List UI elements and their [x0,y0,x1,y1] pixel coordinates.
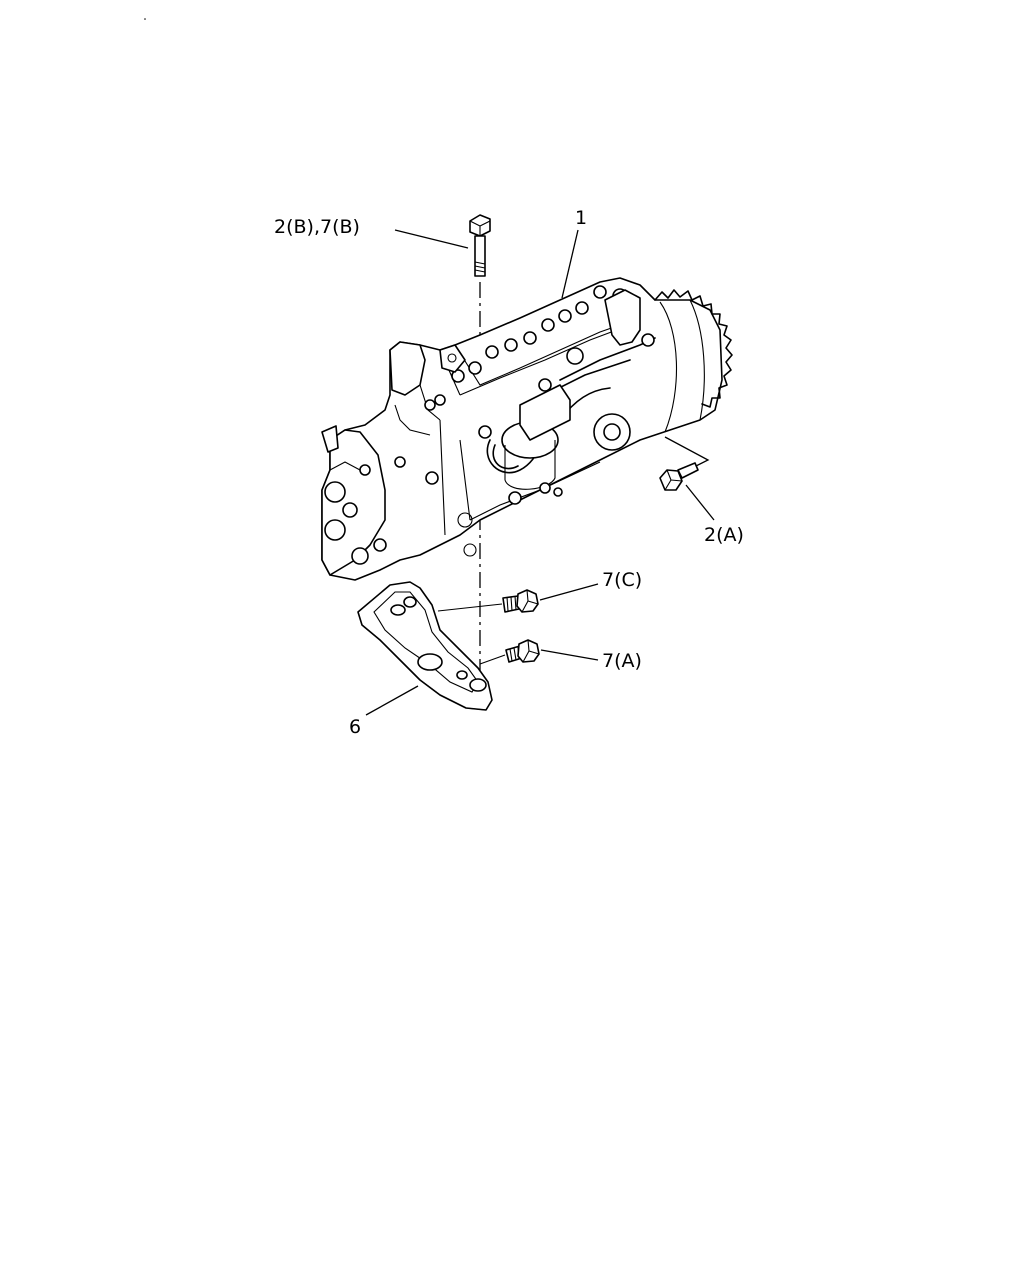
callout-7a: 7(A) [602,650,642,672]
leader-7c [539,583,599,601]
leader-2b7b [394,229,469,249]
callout-7c: 7(C) [602,569,643,591]
center-line-7c [437,603,503,612]
speck [144,18,146,20]
center-line-7a [479,654,506,665]
leader-6 [365,685,419,716]
callout-2b-7b: 2(B),7(B) [274,216,360,238]
callout-2a: 2(A) [704,524,744,546]
bolt-upper [469,214,491,277]
bolt-7a [505,639,540,663]
callout-6: 6 [349,716,362,738]
bolt-2a [659,462,699,491]
injection-pump [321,277,733,581]
leader-1 [561,229,579,299]
bolt-7c [502,589,539,613]
leader-2a [685,484,715,521]
callout-1: 1 [575,207,588,229]
bracket [357,581,493,711]
leader-7a [540,649,599,661]
leader-bracket-2a [664,436,710,471]
